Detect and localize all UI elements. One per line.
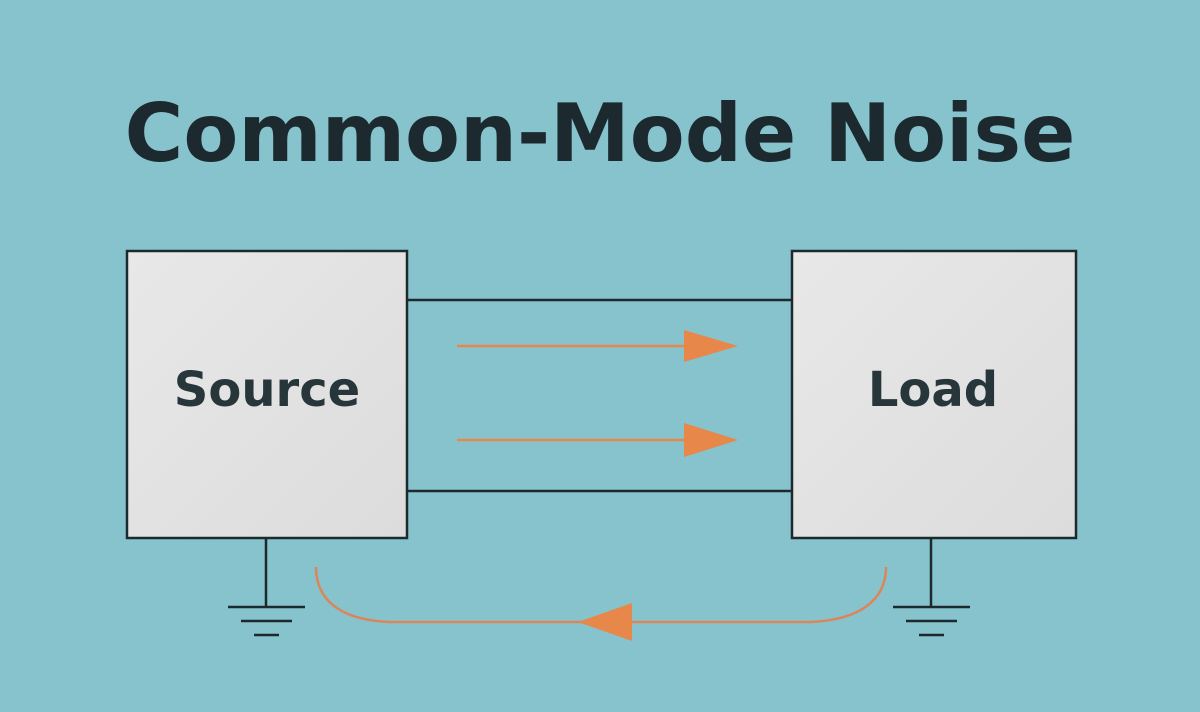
source-block: Source bbox=[125, 249, 409, 540]
lower-current-arrow bbox=[457, 423, 738, 457]
source-label: Source bbox=[174, 362, 360, 418]
upper-current-arrow bbox=[457, 330, 738, 362]
source-box bbox=[125, 249, 409, 540]
load-box bbox=[790, 249, 1078, 540]
load-block: Load bbox=[790, 249, 1078, 540]
source-ground bbox=[228, 538, 305, 637]
ground-return-path bbox=[314, 566, 888, 641]
arrow-right-icon bbox=[684, 330, 738, 362]
load-label: Load bbox=[868, 362, 998, 418]
load-ground bbox=[893, 538, 970, 637]
ground-icon bbox=[228, 605, 305, 637]
arrow-right-icon bbox=[684, 423, 738, 457]
ground-icon bbox=[893, 605, 970, 637]
arrow-left-icon bbox=[578, 603, 632, 641]
diagram-title: Common-Mode Noise bbox=[124, 87, 1076, 180]
